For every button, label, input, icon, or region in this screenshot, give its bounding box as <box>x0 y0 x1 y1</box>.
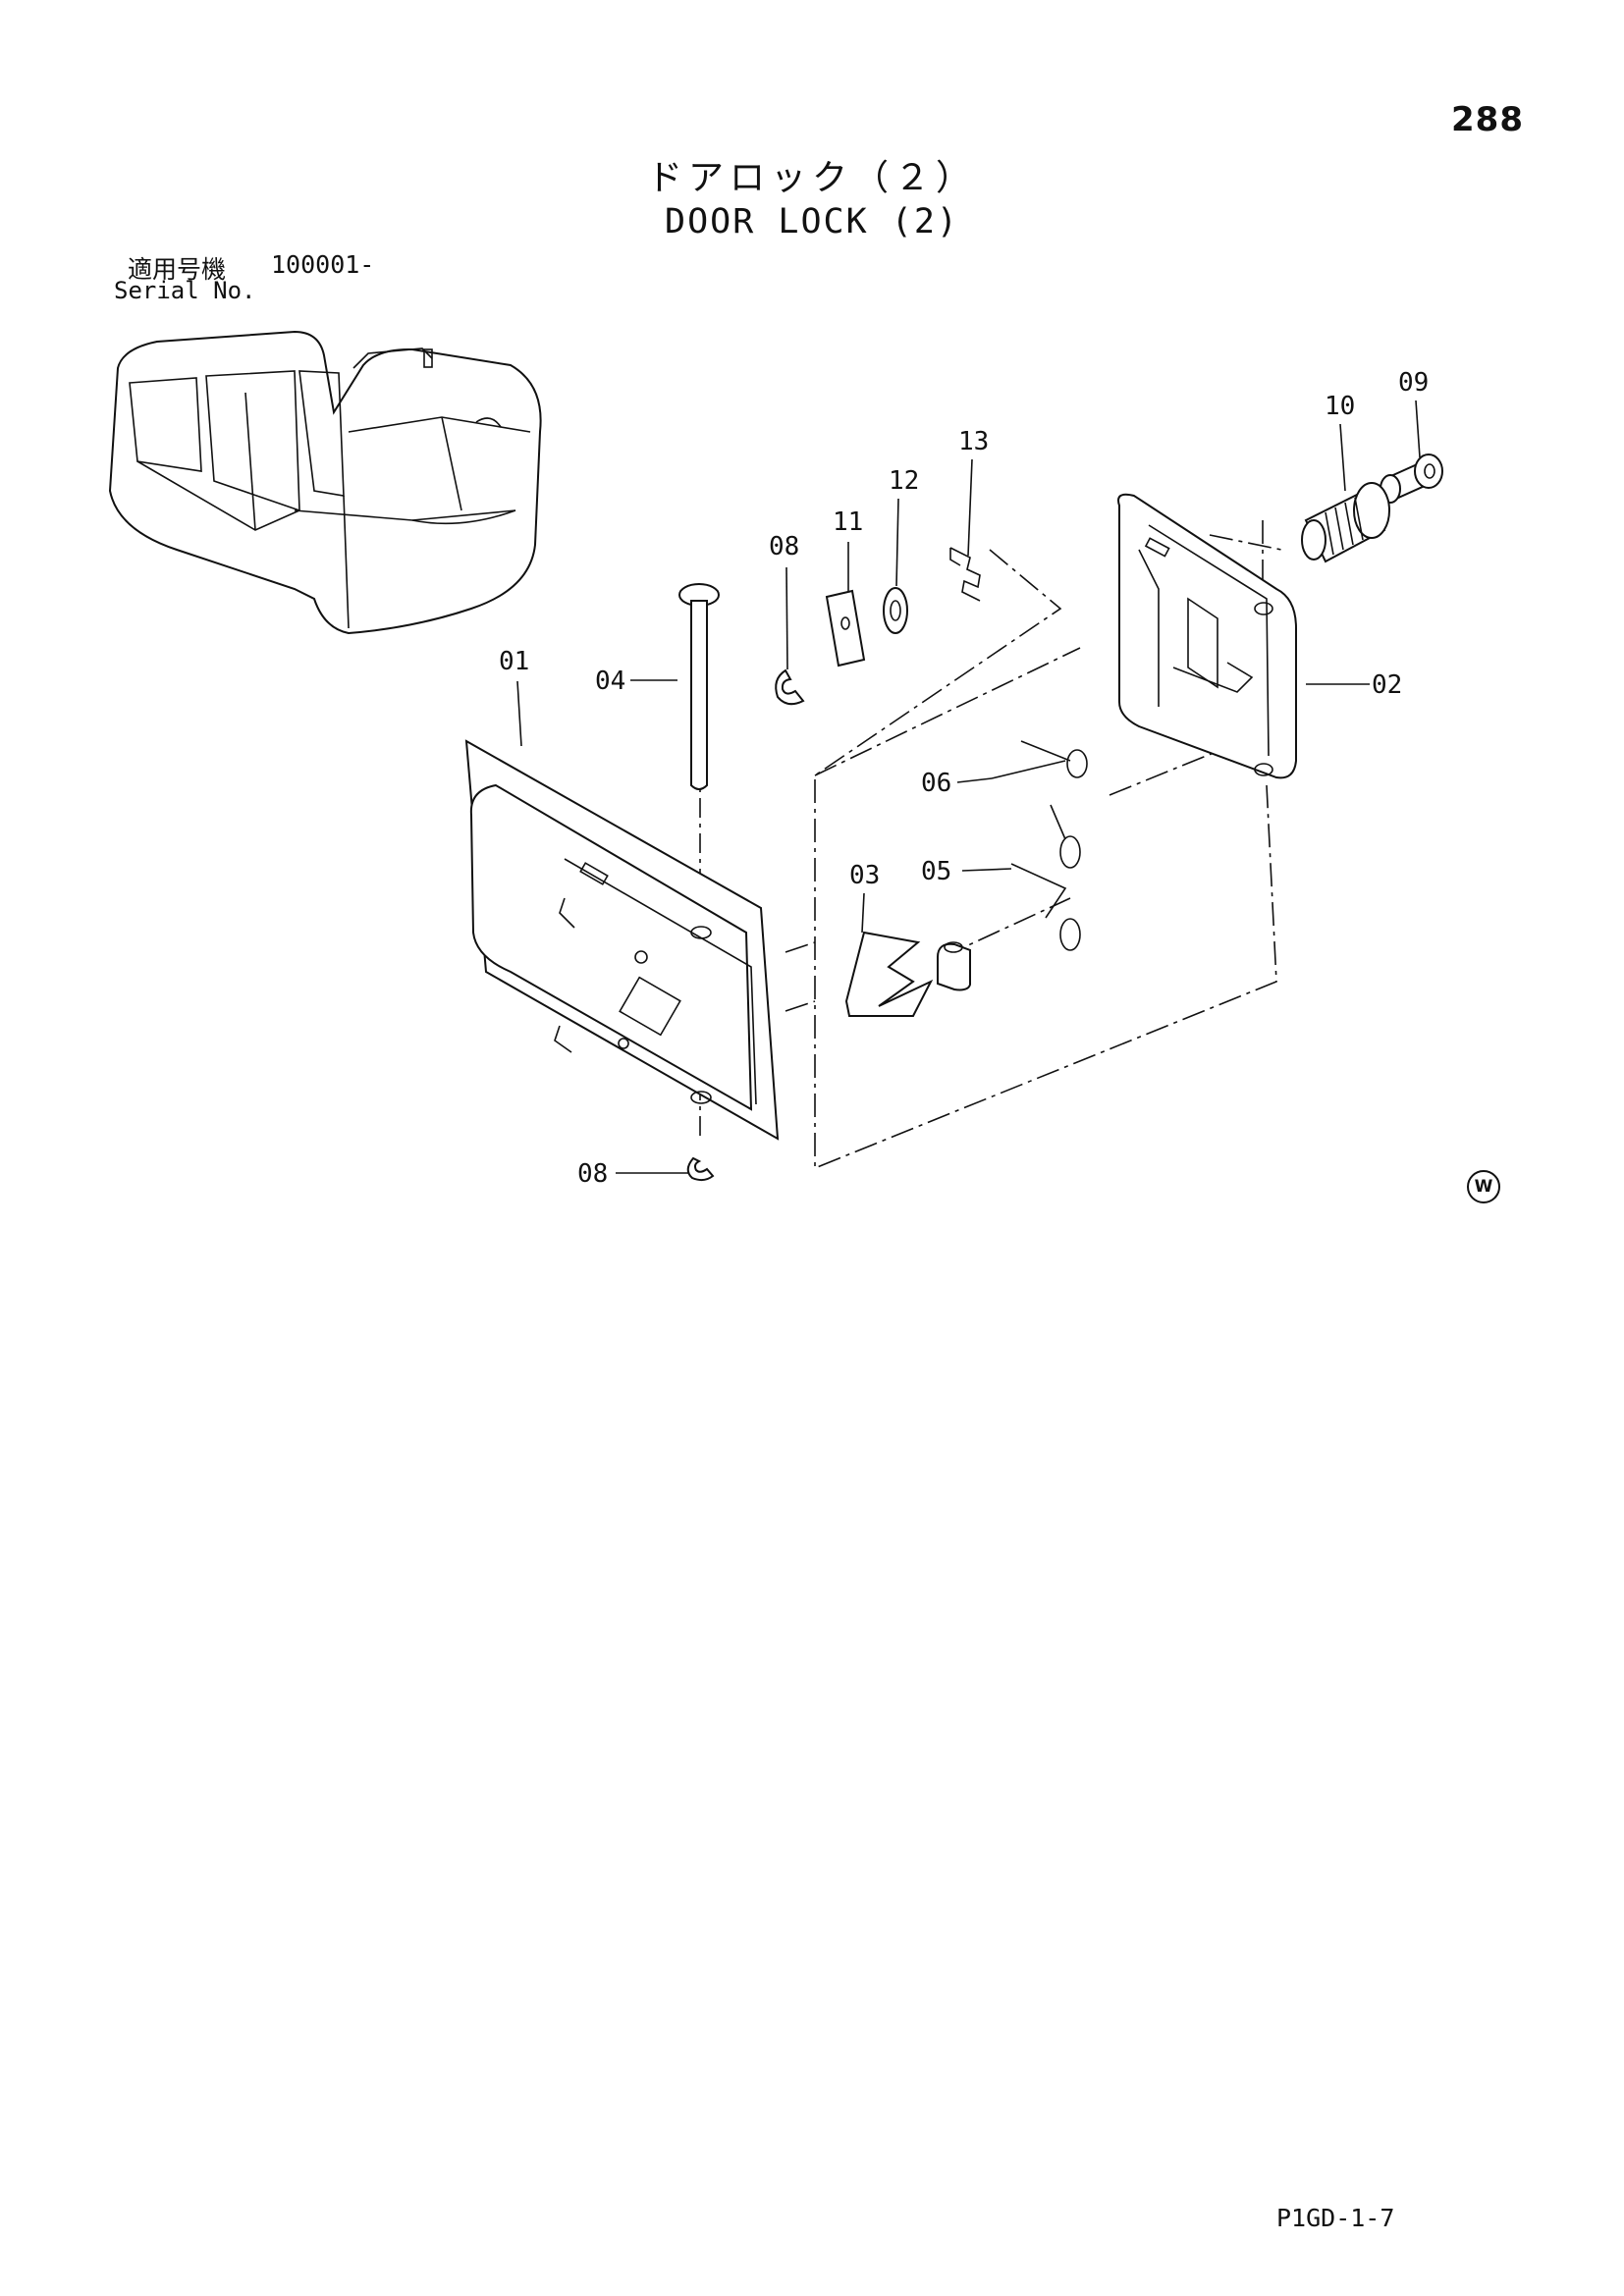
part-01-lock-body <box>464 739 780 1141</box>
part-04-pin <box>678 583 720 790</box>
callout-04: 04 <box>595 667 625 696</box>
part-02-striker-bracket <box>1117 493 1297 779</box>
page-number: 288 <box>1451 100 1524 139</box>
excavator-cab-illustration <box>108 330 542 635</box>
part-11-plate <box>825 589 866 667</box>
part-06-spring <box>991 740 1088 779</box>
document-code: P1GD-1-7 <box>1276 2204 1395 2232</box>
callout-11: 11 <box>833 507 863 537</box>
callout-10: 10 <box>1325 392 1355 421</box>
callout-08-bottom: 08 <box>577 1159 608 1189</box>
callout-09: 09 <box>1398 368 1429 398</box>
page-title-japanese: ドアロック（２） <box>646 158 977 198</box>
callout-08-top: 08 <box>769 532 799 561</box>
part-13-clip <box>949 547 981 602</box>
callout-12: 12 <box>889 466 919 496</box>
callout-13: 13 <box>958 427 989 456</box>
callout-05: 05 <box>921 857 951 886</box>
page-title: DOOR LOCK (2) <box>665 202 959 241</box>
callout-03: 03 <box>849 861 880 890</box>
callout-01: 01 <box>499 647 529 676</box>
part-05-spring <box>1010 804 1081 951</box>
part-08-e-ring-top <box>775 668 805 706</box>
part-08-e-ring-bottom <box>686 1156 715 1182</box>
callout-02: 02 <box>1372 670 1402 700</box>
serial-label-japanese: 適用号機 <box>128 255 227 284</box>
callout-leader-lines <box>516 400 1421 1174</box>
part-09-knob <box>1380 454 1443 504</box>
serial-label: Serial No. <box>114 277 256 304</box>
serial-number-value: 100001- <box>271 250 375 279</box>
part-03-latch <box>844 931 971 1017</box>
callout-06: 06 <box>921 769 951 798</box>
w-mark-symbol: W <box>1467 1170 1500 1203</box>
part-12-washer <box>883 587 908 634</box>
part-10-threaded-sleeve <box>1301 482 1390 563</box>
